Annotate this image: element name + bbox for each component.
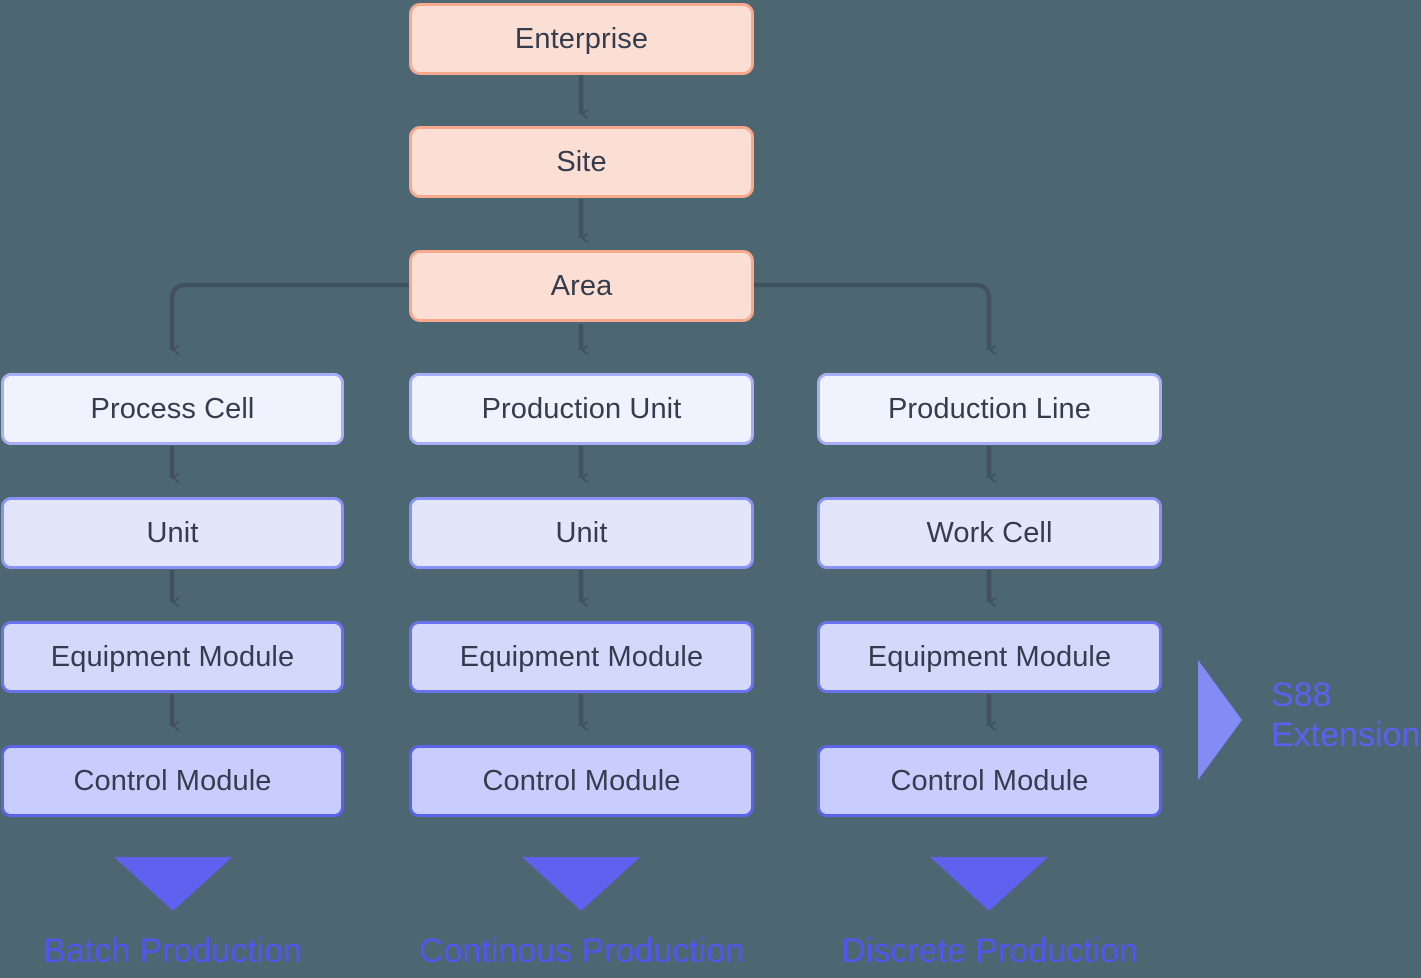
node-work-cell[interactable]: Work Cell xyxy=(817,497,1162,569)
node-area[interactable]: Area xyxy=(409,250,754,322)
node-production-line[interactable]: Production Line xyxy=(817,373,1162,445)
node-site[interactable]: Site xyxy=(409,126,754,198)
node-control-module-discrete[interactable]: Control Module xyxy=(817,745,1162,817)
outcome-label-batch: Batch Production xyxy=(43,932,302,970)
node-process-cell[interactable]: Process Cell xyxy=(1,373,344,445)
node-equipment-module-batch[interactable]: Equipment Module xyxy=(1,621,344,693)
node-label: Production Unit xyxy=(481,392,682,425)
node-label: Production Line xyxy=(887,392,1092,425)
node-control-module-batch[interactable]: Control Module xyxy=(1,745,344,817)
node-unit-batch[interactable]: Unit xyxy=(1,497,344,569)
node-label: Unit xyxy=(146,516,199,549)
node-label: Equipment Module xyxy=(459,640,704,673)
outcome-arrow-batch xyxy=(114,857,232,911)
node-label: Site xyxy=(556,145,607,178)
s88-extension-line2: Extension xyxy=(1271,716,1421,754)
node-label: Area xyxy=(550,269,613,302)
node-label: Enterprise xyxy=(514,22,649,55)
node-unit-continuous[interactable]: Unit xyxy=(409,497,754,569)
node-label: Unit xyxy=(555,516,608,549)
node-label: Control Module xyxy=(890,764,1089,797)
node-label: Equipment Module xyxy=(867,640,1112,673)
outcome-label-discrete: Discrete Production xyxy=(841,932,1138,970)
node-label: Equipment Module xyxy=(50,640,295,673)
outcome-arrow-continuous xyxy=(522,857,640,911)
s88-extension-line1: S88 xyxy=(1271,676,1332,714)
node-production-unit[interactable]: Production Unit xyxy=(409,373,754,445)
node-label: Control Module xyxy=(482,764,681,797)
node-equipment-module-continuous[interactable]: Equipment Module xyxy=(409,621,754,693)
node-label: Process Cell xyxy=(90,392,255,425)
outcome-label-continuous: Continous Production xyxy=(418,932,745,970)
s88-extension-label: S88 Extension xyxy=(1271,675,1420,755)
node-equipment-module-discrete[interactable]: Equipment Module xyxy=(817,621,1162,693)
node-label: Control Module xyxy=(73,764,272,797)
s88-extension-arrow-icon xyxy=(1198,660,1242,780)
node-enterprise[interactable]: Enterprise xyxy=(409,3,754,75)
outcome-arrow-discrete xyxy=(930,857,1048,911)
node-control-module-continuous[interactable]: Control Module xyxy=(409,745,754,817)
node-label: Work Cell xyxy=(926,516,1053,549)
